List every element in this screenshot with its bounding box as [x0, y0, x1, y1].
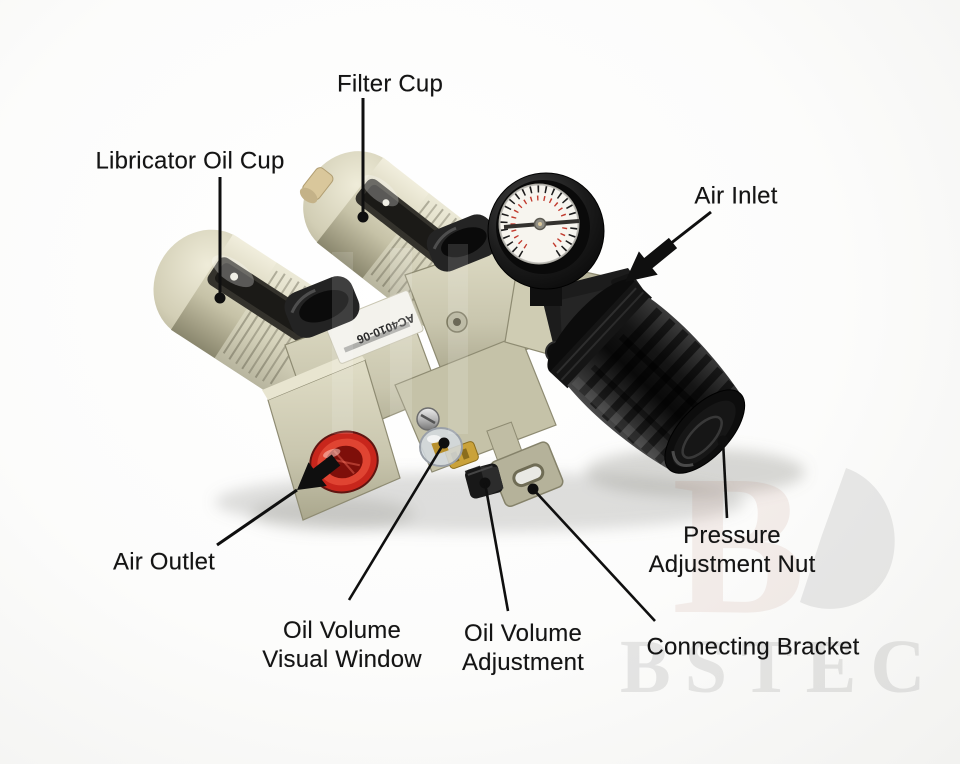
knob-ribs	[578, 307, 735, 465]
watermark-logo-b: B	[672, 435, 805, 656]
leader-oil-adjustment	[483, 482, 510, 612]
label-connecting-bracket: Connecting Bracket	[646, 633, 860, 661]
arrow-air-inlet	[625, 237, 678, 282]
watermark-logo-swoosh	[800, 468, 895, 609]
watermark-brand-text: BSTEC	[620, 625, 939, 709]
leader-visual-window	[347, 442, 446, 601]
dot-filter-cup	[357, 211, 369, 223]
gauge-ticks	[500, 185, 578, 258]
watermark-bands	[332, 244, 468, 436]
label-line: Oil Volume	[282, 617, 402, 644]
pressure-regulator-knob	[547, 279, 746, 474]
label-oil-volume-adjustment: Oil Volume Adjustment	[462, 619, 584, 677]
gauge-red-scale	[510, 195, 568, 249]
watermark-logo: B BSTEC	[620, 435, 939, 709]
body-screws	[416, 311, 468, 431]
clamp-cap-lubricator	[284, 276, 360, 338]
leader-air-outlet	[216, 488, 298, 547]
label-air-outlet: Air Outlet	[112, 548, 216, 576]
leader-pressure-nut	[721, 440, 729, 519]
label-pressure-adjustment-nut: Pressure Adjustment Nut	[649, 521, 816, 579]
label-line: Visual Window	[262, 646, 422, 673]
label-line: Oil Volume	[463, 620, 583, 647]
callout-lines	[214, 98, 729, 622]
drain-nipple	[299, 167, 334, 204]
arrow-air-outlet	[297, 454, 341, 490]
label-oil-volume-visual-window: Oil Volume Visual Window	[262, 616, 422, 674]
label-lubricator-oil-cup: Libricator Oil Cup	[95, 147, 285, 175]
bracket-slot	[512, 463, 545, 488]
leader-bracket	[532, 488, 656, 622]
clamp-cap-filter	[426, 214, 498, 272]
pressure-gauge	[487, 172, 605, 306]
dot-lubricator-cup	[214, 292, 226, 304]
connecting-bracket	[490, 441, 564, 508]
label-air-inlet: Air Inlet	[694, 182, 778, 210]
label-line: Adjustment	[461, 649, 585, 676]
label-line: Adjustment Nut	[648, 551, 816, 578]
air-outlet-port	[309, 430, 379, 494]
label-filter-cup: Filter Cup	[336, 70, 444, 98]
label-line: Pressure	[683, 522, 781, 549]
